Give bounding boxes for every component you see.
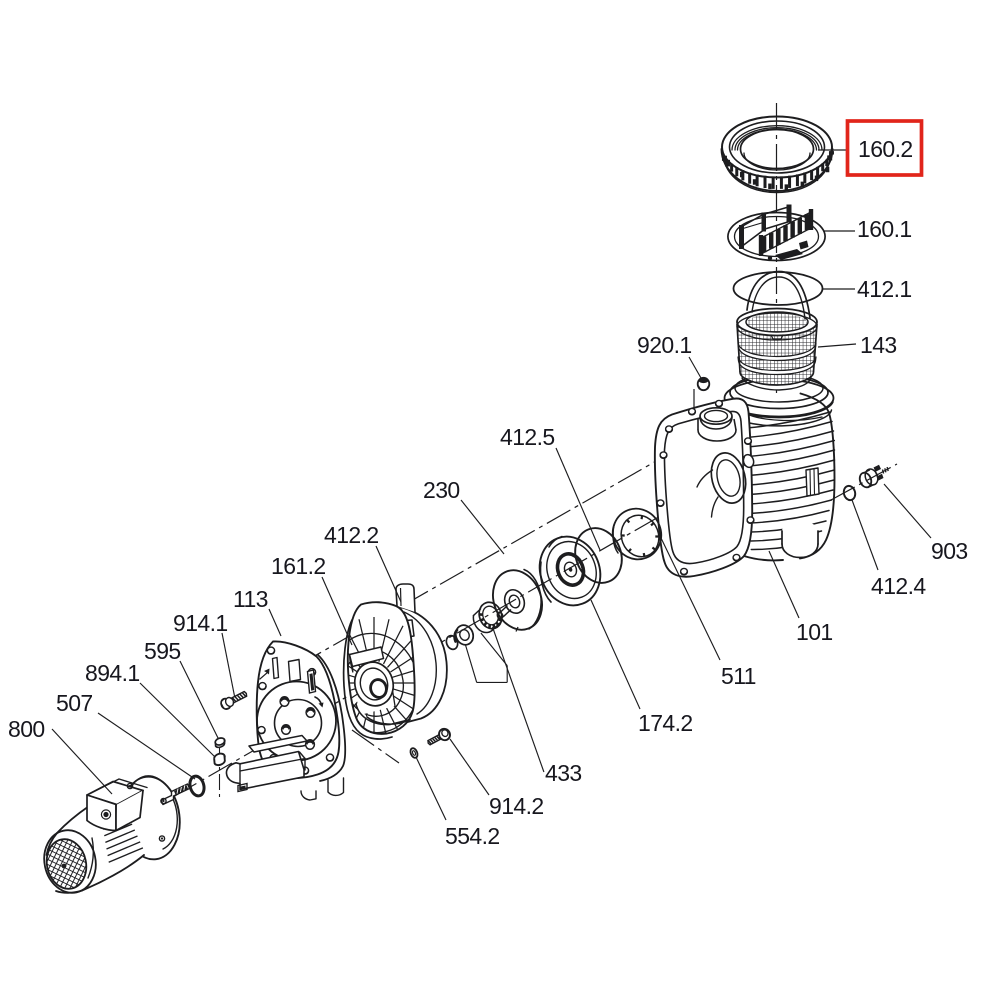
svg-text:507: 507 (56, 690, 93, 716)
svg-text:161.2: 161.2 (271, 553, 326, 579)
svg-text:894.1: 894.1 (85, 660, 140, 686)
svg-text:412.1: 412.1 (857, 276, 912, 302)
svg-text:914.1: 914.1 (173, 610, 228, 636)
svg-text:412.5: 412.5 (500, 424, 555, 450)
svg-text:412.4: 412.4 (871, 573, 926, 599)
svg-text:101: 101 (796, 619, 833, 645)
svg-text:920.1: 920.1 (637, 332, 692, 358)
svg-text:511: 511 (721, 663, 756, 689)
svg-text:433: 433 (545, 760, 582, 786)
svg-text:230: 230 (423, 477, 460, 503)
svg-text:160.2: 160.2 (858, 136, 913, 162)
svg-text:903: 903 (931, 538, 968, 564)
svg-text:113: 113 (233, 586, 268, 612)
svg-text:914.2: 914.2 (489, 793, 544, 819)
svg-text:800: 800 (8, 716, 45, 742)
svg-text:412.2: 412.2 (324, 522, 379, 548)
svg-text:595: 595 (144, 638, 181, 664)
svg-text:160.1: 160.1 (857, 216, 912, 242)
svg-text:174.2: 174.2 (638, 710, 693, 736)
svg-text:143: 143 (860, 332, 897, 358)
svg-text:554.2: 554.2 (445, 823, 500, 849)
